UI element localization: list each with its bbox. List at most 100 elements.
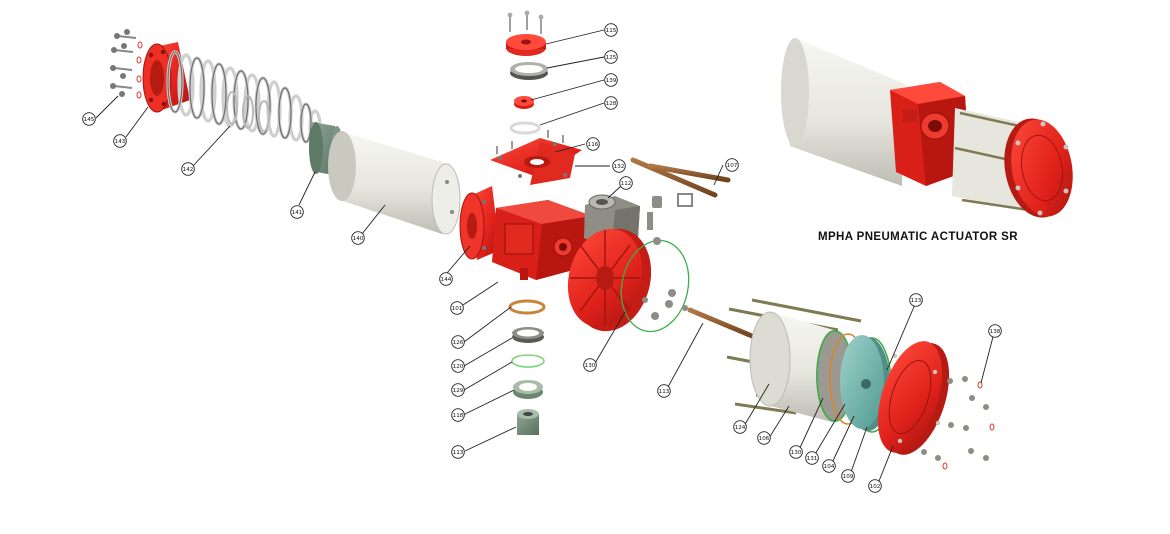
callout-number: 130 <box>585 363 596 369</box>
callout-number: 101 <box>452 306 463 312</box>
callout-number: 104 <box>824 464 835 470</box>
callout-number: 145 <box>84 117 95 123</box>
callout-circle <box>604 96 618 110</box>
callout-c130: 130 <box>583 358 597 372</box>
adapter-flange <box>459 186 500 260</box>
callout-number: 132 <box>614 164 625 170</box>
callout-number: 124 <box>735 425 746 431</box>
center-body-group <box>459 10 755 339</box>
callout-circle <box>909 293 923 307</box>
callout-circle <box>822 459 836 473</box>
callout-c145: 145 <box>82 112 96 126</box>
callout-number: 102 <box>870 484 881 490</box>
callout-circle <box>657 384 671 398</box>
small-hardware <box>642 193 693 320</box>
callout-circle <box>451 359 465 373</box>
leader-lines <box>95 29 995 487</box>
callout-c107: 107 <box>725 158 739 172</box>
shaft-stack <box>506 10 548 135</box>
callout-number: 109 <box>843 474 854 480</box>
callout-number: 143 <box>115 139 126 145</box>
callout-number: 126 <box>453 340 464 346</box>
callout-circle <box>181 162 195 176</box>
callout-number: 141 <box>292 210 303 216</box>
callout-c124: 124 <box>733 420 747 434</box>
callout-circle <box>583 358 597 372</box>
callout-c126: 126 <box>451 335 465 349</box>
callout-c115: 115 <box>604 23 618 37</box>
callout-number: 112 <box>621 181 632 187</box>
callout-circle <box>733 420 747 434</box>
callout-c125: 125 <box>604 50 618 64</box>
end-cap-bolts <box>110 29 143 99</box>
callout-c120: 120 <box>451 359 465 373</box>
callout-number: 106 <box>759 436 770 442</box>
callout-c141: 141 <box>290 205 304 219</box>
callout-c142: 142 <box>181 162 195 176</box>
callout-circle <box>451 335 465 349</box>
callout-number: 138 <box>990 329 1001 335</box>
callout-circle <box>586 137 600 151</box>
callout-c129: 129 <box>451 383 465 397</box>
callout-c113: 113 <box>451 445 465 459</box>
callout-number: 130 <box>791 450 802 456</box>
callout-circle <box>451 408 465 422</box>
callout-circle <box>604 50 618 64</box>
callout-number: 123 <box>911 298 922 304</box>
tie-rods-upper <box>630 157 731 198</box>
product-title: MPHA PNEUMATIC ACTUATOR SR <box>818 231 1018 243</box>
callout-circle <box>805 451 819 465</box>
callout-number: 107 <box>727 163 738 169</box>
callout-circle <box>868 479 882 493</box>
top-plate <box>490 130 582 185</box>
spring-cartridge-group <box>110 29 461 235</box>
callout-circle <box>451 445 465 459</box>
callout-number: 118 <box>453 413 464 419</box>
callout-circle <box>113 134 127 148</box>
tie-rod-lower <box>687 307 755 339</box>
callout-circle <box>612 159 626 173</box>
callout-circle <box>988 324 1002 338</box>
end-cover-center <box>567 228 690 333</box>
callout-c144: 144 <box>439 272 453 286</box>
callout-number: 131 <box>807 456 818 462</box>
callout-c102: 102 <box>868 479 882 493</box>
callout-labels: 145 143 142 141 140 144 101 115 125 139 128 116 132 1… <box>82 23 1002 493</box>
callout-circle <box>450 301 464 315</box>
callout-circle <box>290 205 304 219</box>
callout-number: 113 <box>453 450 464 456</box>
callout-c140: 140 <box>351 231 365 245</box>
callout-circle <box>604 73 618 87</box>
callout-c101: 101 <box>450 301 464 315</box>
callout-c106: 106 <box>757 431 771 445</box>
callout-c123: 123 <box>909 293 923 307</box>
callout-number: 129 <box>453 388 464 394</box>
callout-circle <box>82 112 96 126</box>
callout-c112: 112 <box>619 176 633 190</box>
callout-c139: 139 <box>604 73 618 87</box>
callout-c130b: 130 <box>789 445 803 459</box>
callout-circle <box>619 176 633 190</box>
piston-group <box>726 298 995 470</box>
callout-c113b: 113 <box>657 384 671 398</box>
callout-circle <box>451 383 465 397</box>
callout-c143: 143 <box>113 134 127 148</box>
spring-cylinder <box>328 131 461 235</box>
callout-circle <box>439 272 453 286</box>
callout-c116: 116 <box>586 137 600 151</box>
callout-circle <box>604 23 618 37</box>
callout-number: 142 <box>183 167 194 173</box>
callout-circle <box>757 431 771 445</box>
seal-ring-stack <box>508 299 546 435</box>
callout-c109: 109 <box>841 469 855 483</box>
callout-c132: 132 <box>612 159 626 173</box>
assembled-actuator <box>781 38 1073 218</box>
callout-number: 115 <box>606 28 617 34</box>
spring-coils <box>166 50 322 145</box>
end-cover-screws <box>921 376 995 470</box>
end-cover-piston <box>877 341 950 455</box>
callout-c131: 131 <box>805 451 819 465</box>
callout-c128: 128 <box>604 96 618 110</box>
callout-number: 128 <box>606 101 617 107</box>
